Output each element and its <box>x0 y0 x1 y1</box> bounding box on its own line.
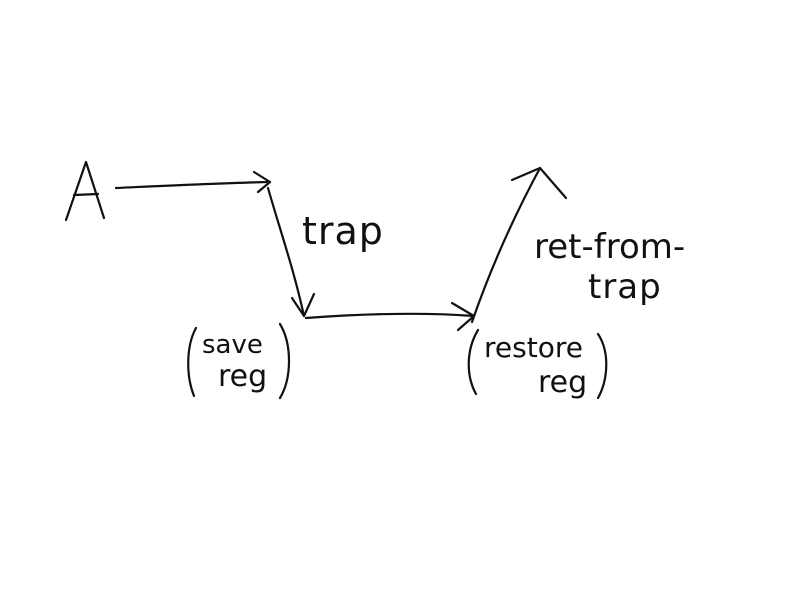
arrow-trap-down <box>266 186 316 318</box>
arrow-ret-up <box>470 166 568 324</box>
start-label-glyph <box>64 160 106 222</box>
arrow-save-to-restore <box>304 301 476 332</box>
arrow-a-to-trap <box>114 170 272 194</box>
save-label: save <box>202 330 263 360</box>
save-reg-label: reg <box>218 359 268 394</box>
restore-label: restore <box>484 331 583 364</box>
ret-from-label-line1: ret-from- <box>534 227 686 267</box>
save-reg-parentheses <box>187 322 290 400</box>
restore-reg-label: reg <box>538 365 588 400</box>
ret-from-label-line2: trap <box>588 267 662 307</box>
restore-reg-parentheses <box>467 328 608 400</box>
trap-label: trap <box>302 209 384 253</box>
